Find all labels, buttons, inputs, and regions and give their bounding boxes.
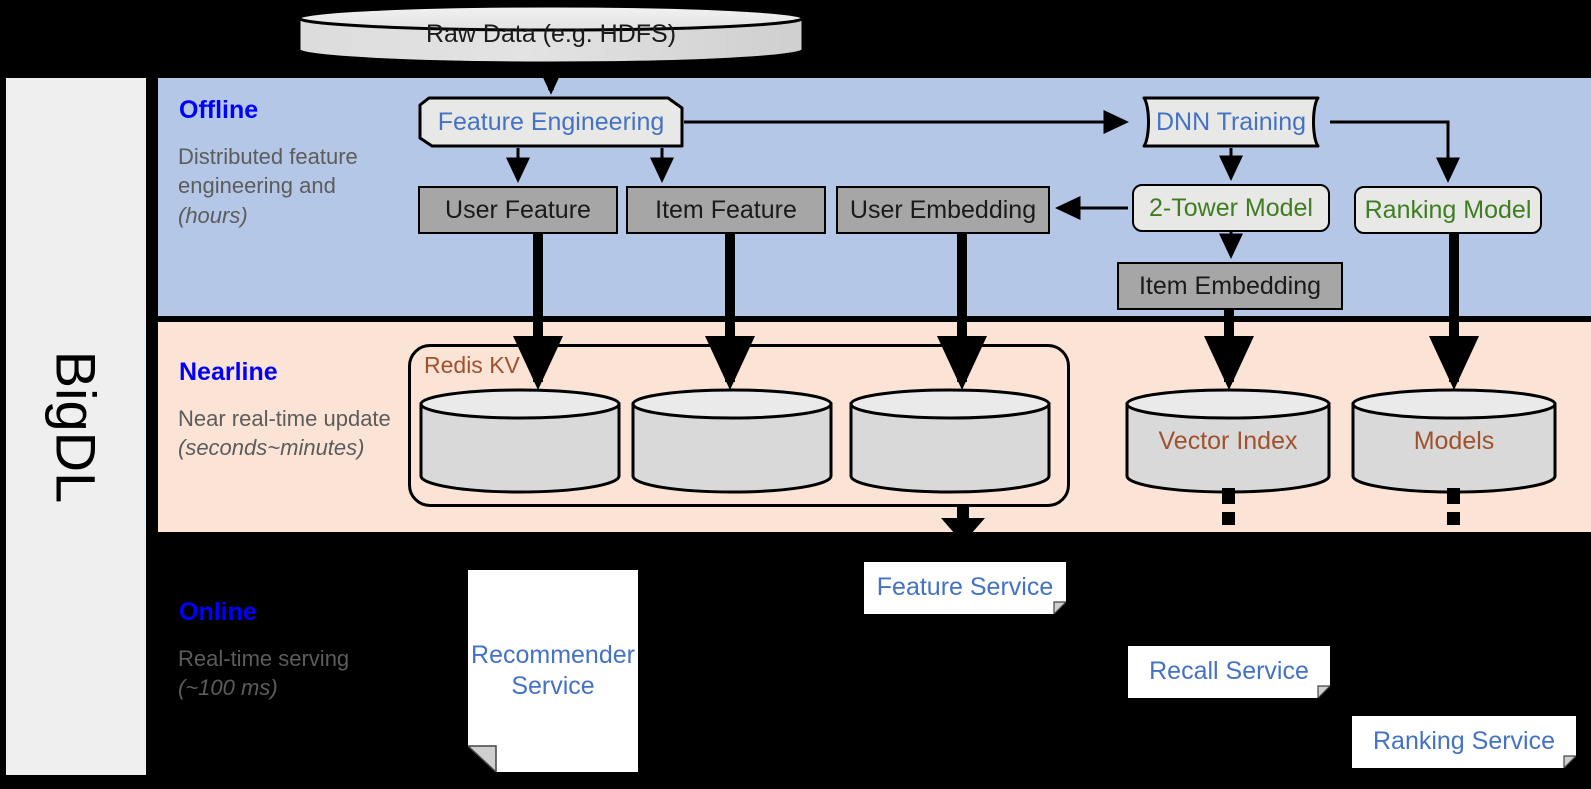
online-description-text: Real-time serving	[178, 646, 350, 671]
offline-description-text: Distributed feature engineering and	[178, 144, 358, 199]
offline-title: Offline	[179, 96, 259, 124]
item-embedding-node[interactable]: Item Embedding	[1117, 262, 1343, 310]
vector-index-cylinder[interactable]: Vector Index	[1124, 388, 1332, 494]
recommender-service-node[interactable]: Recommender Service	[468, 570, 638, 772]
ranking-model-node[interactable]: Ranking Model	[1354, 186, 1542, 234]
ranking-model-label: Ranking Model	[1364, 195, 1532, 224]
user-feature-store-cylinder[interactable]	[418, 388, 622, 494]
user-embedding-node[interactable]: User Embedding	[836, 186, 1050, 234]
nearline-description-emphasis: (seconds~minutes)	[178, 435, 365, 461]
offline-description-emphasis: (hours)	[178, 202, 248, 228]
nearline-description: Near real-time update (seconds~minutes)	[178, 404, 393, 463]
user-embedding-label: User Embedding	[849, 195, 1037, 224]
item-feature-node[interactable]: Item Feature	[626, 186, 826, 234]
online-description: Real-time serving (~100 ms)	[178, 644, 393, 703]
models-cylinder[interactable]: Models	[1350, 388, 1558, 494]
two-tower-model-label: 2-Tower Model	[1149, 193, 1313, 222]
user-feature-node[interactable]: User Feature	[418, 186, 618, 234]
nearline-description-text: Near real-time update	[178, 406, 391, 431]
item-embedding-label: Item Embedding	[1138, 271, 1322, 300]
feature-service-node[interactable]: Feature Service	[864, 562, 1066, 614]
raw-data-cylinder: Raw Data (e.g. HDFS)	[296, 4, 806, 64]
ranking-service-node[interactable]: Ranking Service	[1352, 716, 1576, 768]
redis-kv-label: Redis KV	[424, 352, 520, 378]
item-feature-store-cylinder[interactable]	[630, 388, 834, 494]
nearline-title: Nearline	[179, 358, 278, 386]
user-feature-label: User Feature	[445, 195, 591, 224]
offline-description: Distributed feature engineering and (hou…	[178, 142, 393, 230]
user-embedding-store-cylinder[interactable]	[848, 388, 1052, 494]
online-title: Online	[179, 598, 257, 626]
dnn-training-node[interactable]: DNN Training	[1132, 96, 1330, 148]
feature-engineering-node[interactable]: Feature Engineering	[418, 96, 684, 148]
bigdl-framework-panel: BigDL	[6, 78, 146, 775]
recall-service-node[interactable]: Recall Service	[1128, 646, 1330, 698]
bigdl-label: BigDL	[44, 350, 108, 503]
two-tower-model-node[interactable]: 2-Tower Model	[1132, 184, 1330, 232]
online-description-emphasis: (~100 ms)	[178, 675, 278, 701]
item-feature-label: Item Feature	[655, 195, 797, 224]
